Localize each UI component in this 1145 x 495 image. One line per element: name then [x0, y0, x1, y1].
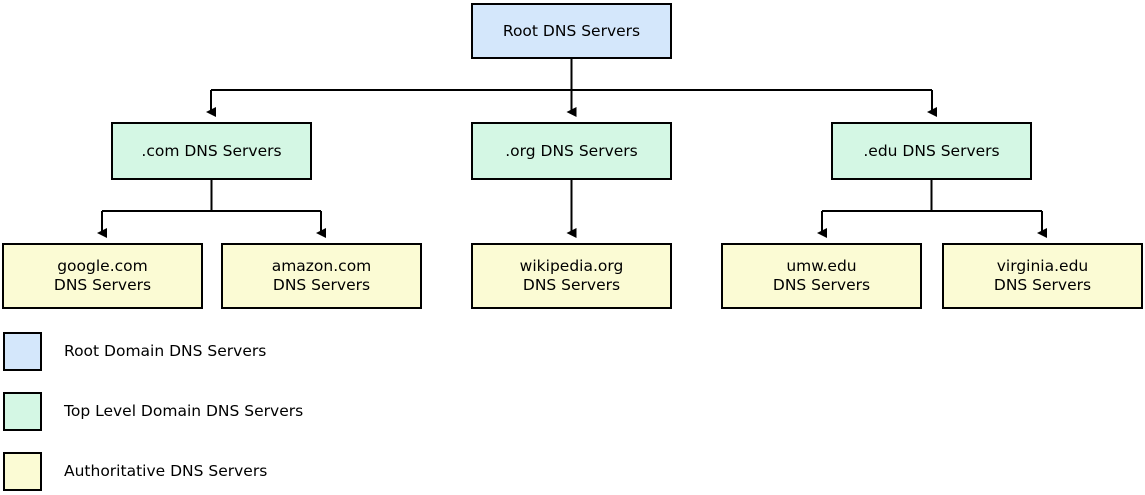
legend-item-authoritative: Authoritative DNS Servers [3, 452, 267, 491]
node-google-com-dns-servers[interactable]: google.com DNS Servers [2, 243, 203, 309]
node-amazon-com-dns-servers[interactable]: amazon.com DNS Servers [221, 243, 422, 309]
legend-swatch-top-level-domain [3, 392, 42, 431]
legend-label-authoritative: Authoritative DNS Servers [64, 462, 268, 480]
legend-swatch-authoritative [3, 452, 42, 491]
node-umw-edu-dns-servers[interactable]: umw.edu DNS Servers [721, 243, 922, 309]
node-root-dns-servers[interactable]: Root DNS Servers [471, 3, 672, 59]
legend-label-top-level-domain: Top Level Domain DNS Servers [64, 402, 304, 420]
legend-label-root-domain: Root Domain DNS Servers [64, 342, 267, 360]
legend-item-root-domain: Root Domain DNS Servers [3, 332, 266, 371]
legend-swatch-root-domain [3, 332, 42, 371]
node-wikipedia-org-dns-servers[interactable]: wikipedia.org DNS Servers [471, 243, 672, 309]
node-edu-dns-servers[interactable]: .edu DNS Servers [831, 122, 1032, 180]
node-org-dns-servers[interactable]: .org DNS Servers [471, 122, 672, 180]
node-virginia-edu-dns-servers[interactable]: virginia.edu DNS Servers [942, 243, 1143, 309]
node-com-dns-servers[interactable]: .com DNS Servers [111, 122, 312, 180]
legend-item-top-level-domain: Top Level Domain DNS Servers [3, 392, 303, 431]
